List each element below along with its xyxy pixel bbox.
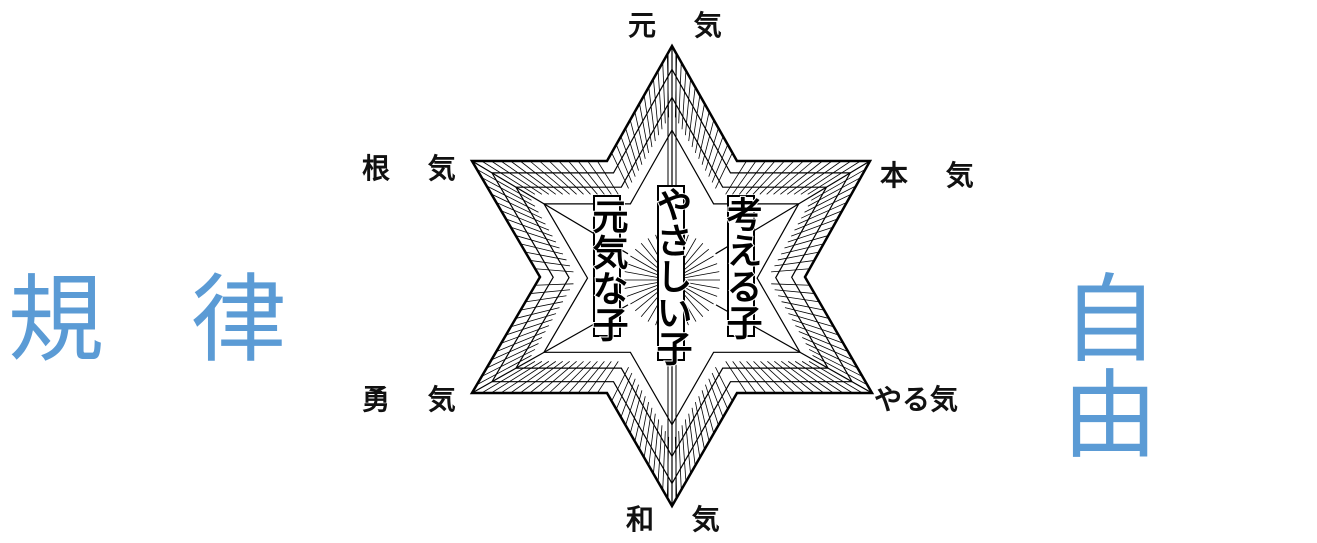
- hatch-line: [695, 104, 704, 153]
- right-side-word: 自 由: [1062, 272, 1317, 464]
- hatch-line: [535, 269, 573, 272]
- left-side-word: 規 律: [8, 272, 315, 368]
- hatch-line: [747, 361, 776, 393]
- hatch-line: [549, 361, 583, 393]
- hatch-line: [767, 361, 804, 393]
- hatch-line: [540, 161, 577, 194]
- hatch-line: [799, 332, 848, 352]
- hatch-line: [771, 269, 810, 272]
- center-phrases: 元気な子 やさしい子 考える子: [587, 186, 763, 366]
- hatch-line: [640, 104, 649, 153]
- hatch-line: [530, 290, 570, 294]
- hatch-line: [715, 367, 732, 401]
- hatch-line: [549, 161, 583, 194]
- hatch-line: [782, 302, 825, 310]
- phrase-left: 元気な子: [587, 198, 629, 342]
- hatch-line: [760, 361, 794, 393]
- hatch-line: [535, 284, 573, 285]
- hatch-line: [501, 211, 549, 230]
- hatch-line: [568, 161, 597, 194]
- hatch-line: [568, 361, 597, 393]
- hatch-line: [795, 211, 843, 230]
- point-label-upper-right: 本 気: [880, 162, 988, 190]
- hatch-line: [767, 161, 804, 194]
- hatch-line: [612, 367, 629, 401]
- point-label-top: 元 気: [628, 12, 736, 40]
- point-label-lower-right: やる気: [874, 386, 958, 414]
- hatch-line: [695, 402, 704, 449]
- hatch-line: [771, 284, 810, 285]
- hatch-line: [640, 402, 649, 449]
- hatch-line: [760, 161, 794, 194]
- point-label-lower-left: 勇 気: [362, 386, 470, 414]
- point-label-bottom: 和 気: [626, 506, 734, 534]
- hatch-line: [540, 361, 577, 393]
- hatch-line: [705, 128, 718, 171]
- phrase-right: 考える子: [721, 196, 763, 340]
- hatch-line: [530, 260, 570, 265]
- hatch-line: [521, 302, 563, 310]
- hatch-line: [746, 161, 775, 194]
- hatch-line: [775, 290, 815, 294]
- phrase-center: やさしい子: [651, 186, 692, 366]
- point-label-upper-left: 根 気: [362, 155, 470, 183]
- hatch-line: [496, 332, 545, 352]
- hatch-line: [778, 296, 819, 302]
- hatch-line: [774, 260, 814, 265]
- hatch-line: [525, 296, 566, 302]
- hatch-line: [626, 128, 639, 171]
